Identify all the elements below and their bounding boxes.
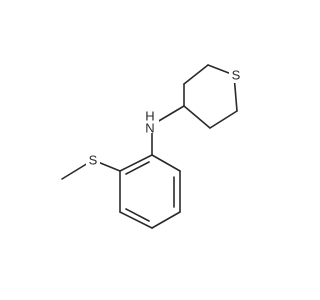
- methylthio-sulfur-bg: [86, 152, 100, 168]
- ring-sulfur-label: S: [232, 68, 241, 83]
- ring-sulfur-bg: [229, 67, 243, 83]
- bond-ar6-ar1: [119, 154, 153, 172]
- bond-ar1-ar2: [151, 154, 181, 172]
- amine-label-bg: [143, 111, 159, 133]
- double-bond-inner-topleft: [125, 161, 150, 175]
- double-bond-inner-bottomleft: [125, 208, 150, 222]
- bond-c5-c4: [183, 105, 211, 129]
- molecule-diagram: S H N S: [61, 64, 243, 229]
- amine-nitrogen-label: N: [145, 121, 154, 136]
- bond-c6-c5: [209, 110, 238, 129]
- benzene-ring: [119, 154, 181, 229]
- methylthio-sulfur-label: S: [89, 153, 98, 168]
- bond-ar3-ar4: [151, 211, 181, 229]
- amine-hydrogen-label: H: [145, 109, 154, 124]
- bond-c3-c2: [183, 64, 209, 85]
- atom-labels: S H N S: [86, 67, 243, 168]
- bond-ar4-ar5: [119, 211, 153, 229]
